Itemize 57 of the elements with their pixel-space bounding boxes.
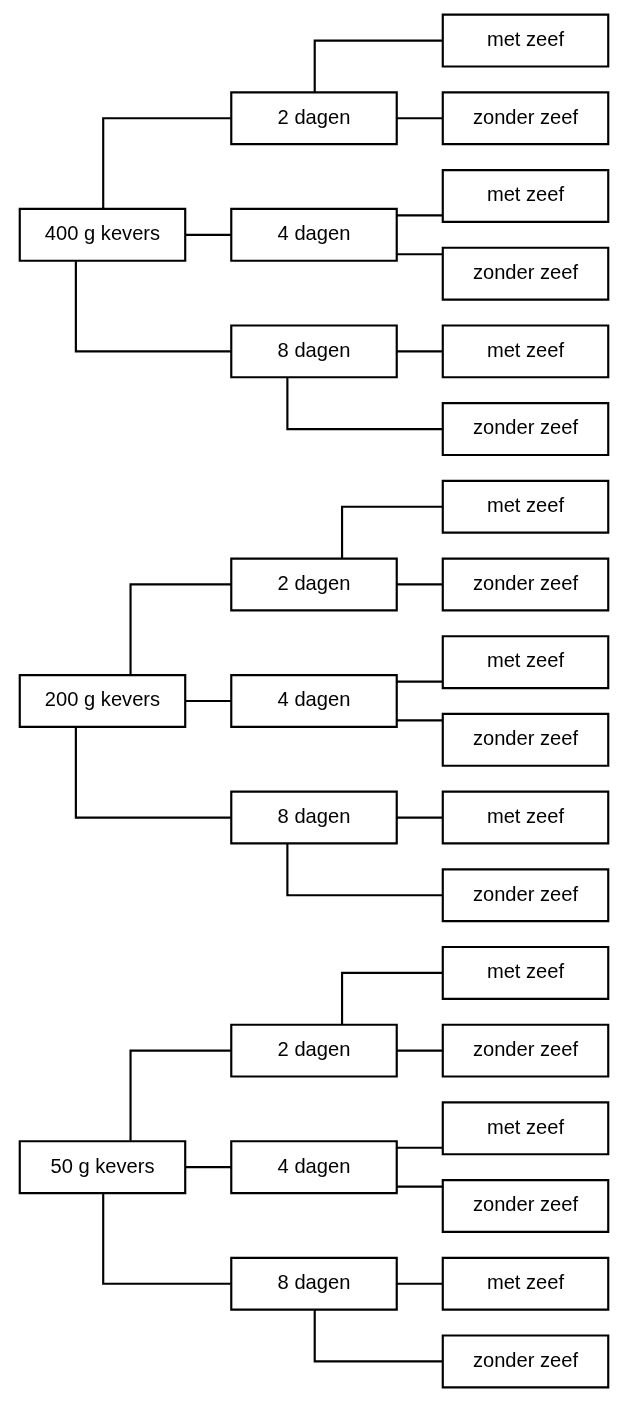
connector xyxy=(396,1282,443,1285)
node-box: 2 dagen xyxy=(229,91,398,146)
node-box: zonder zeef xyxy=(441,557,609,612)
node-box: zonder zeef xyxy=(441,246,609,301)
connector xyxy=(313,39,442,92)
connector xyxy=(396,719,443,722)
node-box: met zeef xyxy=(441,479,609,534)
connector xyxy=(340,505,442,559)
node-box: 4 dagen xyxy=(229,207,398,262)
node-box: 400 g kevers xyxy=(18,207,186,262)
node-box: 2 dagen xyxy=(229,1023,398,1078)
connector xyxy=(101,117,231,209)
connector xyxy=(285,843,442,897)
node-box: met zeef xyxy=(441,790,609,845)
node-box: zonder zeef xyxy=(441,712,609,767)
node-box: zonder zeef xyxy=(441,1179,609,1233)
connector xyxy=(74,727,231,819)
connector xyxy=(396,350,443,353)
node-box: 50 g kevers xyxy=(18,1140,186,1195)
connector xyxy=(340,971,442,1025)
node-box: 8 dagen xyxy=(229,790,398,845)
connector xyxy=(74,261,231,353)
node-box: 200 g kevers xyxy=(18,674,186,728)
connector xyxy=(185,1166,231,1169)
connector xyxy=(396,680,443,683)
node-box: met zeef xyxy=(441,324,609,379)
connector xyxy=(396,1185,443,1188)
connector xyxy=(285,377,442,431)
connector xyxy=(396,1146,443,1149)
connector xyxy=(185,233,231,236)
node-box: 8 dagen xyxy=(229,1256,398,1311)
connector xyxy=(313,1310,442,1363)
connector xyxy=(396,117,443,120)
node-box: zonder zeef xyxy=(441,1334,609,1389)
node-box: met zeef xyxy=(441,169,609,223)
node-box: 4 dagen xyxy=(229,674,398,728)
node-box: zonder zeef xyxy=(441,868,609,923)
connector xyxy=(396,583,443,586)
node-box: met zeef xyxy=(441,945,609,1000)
connector xyxy=(396,214,443,217)
connector xyxy=(101,1193,231,1285)
node-box: met zeef xyxy=(441,1256,609,1311)
node-box: 2 dagen xyxy=(229,557,398,612)
connector xyxy=(396,1049,443,1052)
connector xyxy=(185,699,231,703)
node-box: zonder zeef xyxy=(441,91,609,146)
connector xyxy=(396,816,443,819)
node-box: met zeef xyxy=(441,1101,609,1156)
node-box: 4 dagen xyxy=(229,1140,398,1195)
node-box: zonder zeef xyxy=(441,1023,609,1078)
node-box: met zeef xyxy=(441,13,609,68)
connector xyxy=(128,1049,231,1141)
node-box: zonder zeef xyxy=(441,402,609,457)
node-box: 8 dagen xyxy=(229,324,398,379)
node-box: met zeef xyxy=(441,635,609,690)
connector xyxy=(128,583,231,675)
connector xyxy=(396,253,443,256)
